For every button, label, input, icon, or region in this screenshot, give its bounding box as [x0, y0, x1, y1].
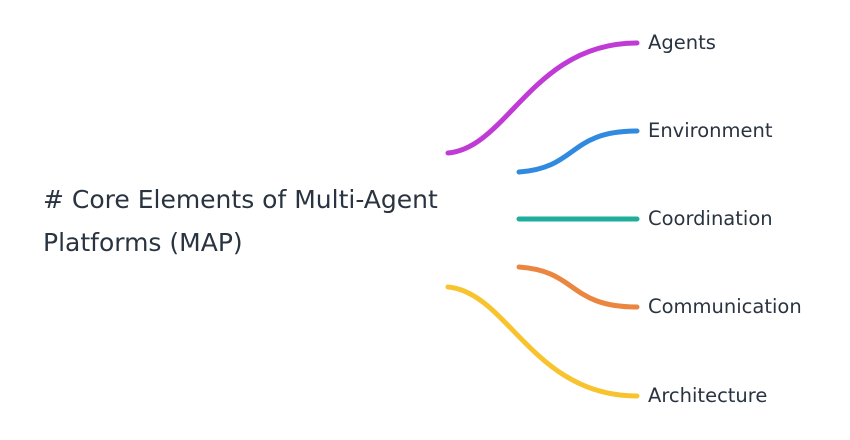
node-environment[interactable]: Environment: [648, 119, 773, 142]
root-title-line2: Platforms (MAP): [43, 228, 243, 257]
edge-architecture: [445, 284, 640, 399]
node-agents[interactable]: Agents: [648, 31, 716, 54]
node-communication[interactable]: Communication: [648, 295, 802, 318]
root-node[interactable]: # Core Elements of Multi-Agent Platforms…: [43, 178, 438, 264]
edge-communication: [516, 264, 640, 310]
edge-agents: [445, 40, 640, 156]
node-coordination[interactable]: Coordination: [648, 207, 773, 230]
edge-environment: [516, 128, 640, 175]
node-architecture[interactable]: Architecture: [648, 384, 768, 407]
root-title-line1: # Core Elements of Multi-Agent: [43, 185, 438, 214]
